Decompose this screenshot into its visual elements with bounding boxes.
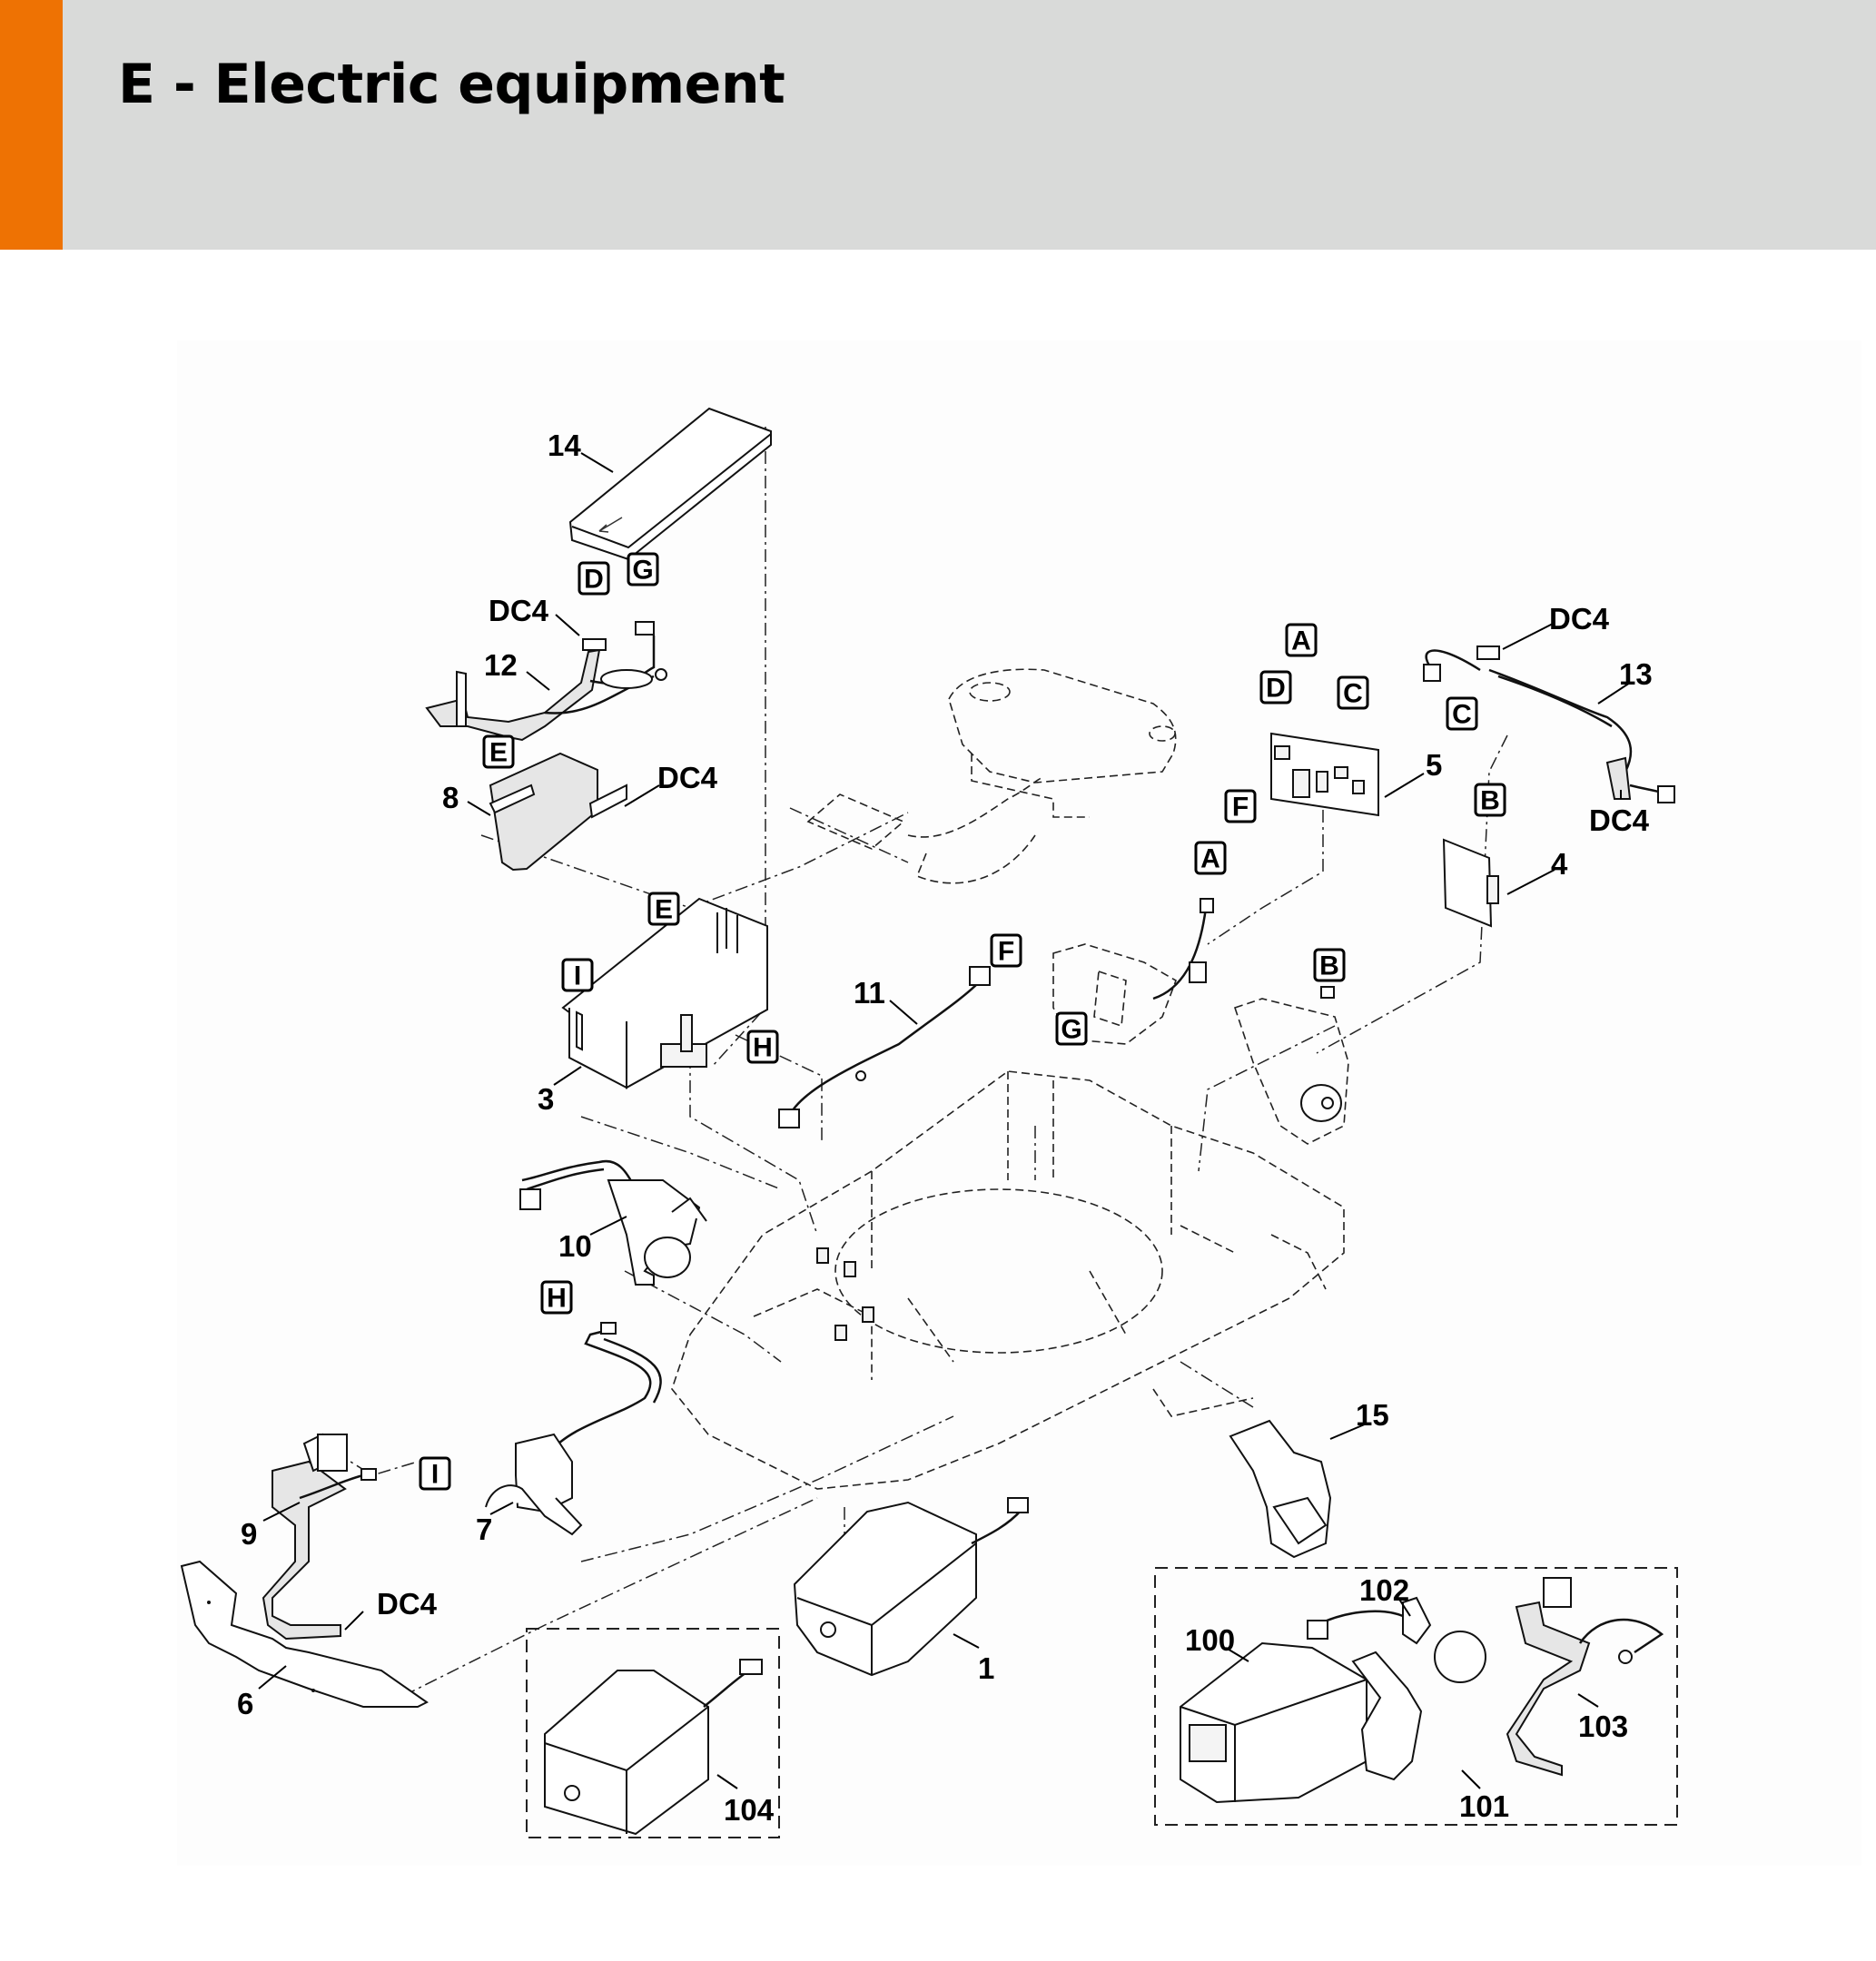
part-9-ribbon — [262, 1433, 377, 1641]
part-5-main-board — [1270, 732, 1379, 817]
mower-chassis — [671, 1070, 1345, 1490]
diagram-panel — [177, 340, 1861, 1866]
label-8: 8 — [442, 781, 459, 814]
connector-dc4-9: DC4 — [377, 1587, 438, 1621]
marker-e-3: E — [647, 892, 680, 926]
connector-dc4-8: DC4 — [657, 761, 718, 794]
part-6-cover — [180, 1560, 429, 1708]
label-14: 14 — [548, 429, 581, 462]
part-10-module — [519, 1159, 707, 1286]
label-9: 9 — [241, 1517, 257, 1551]
svg-text:A: A — [1200, 844, 1220, 874]
part-7-holder — [485, 1322, 662, 1536]
label-7: 7 — [476, 1513, 492, 1546]
svg-text:H: H — [547, 1284, 567, 1314]
marker-g-chassis: G — [1055, 1011, 1088, 1046]
drive-motor-b — [1233, 986, 1349, 1145]
label-3: 3 — [538, 1082, 554, 1116]
svg-text:D: D — [1266, 674, 1286, 704]
label-11: 11 — [854, 976, 885, 1010]
part-15-holder — [1229, 1419, 1332, 1559]
kit-box-104 — [526, 1628, 780, 1838]
label-12: 12 — [484, 648, 518, 682]
svg-text:G: G — [1061, 1015, 1081, 1045]
page-header: E - Electric equipment — [0, 0, 1876, 250]
svg-text:G: G — [632, 556, 653, 586]
svg-text:F: F — [998, 937, 1014, 967]
label-104: 104 — [724, 1793, 775, 1827]
part-102-holder — [1307, 1596, 1486, 1683]
marker-d-board: D — [1259, 670, 1292, 705]
svg-text:H: H — [753, 1033, 773, 1063]
marker-g-top: G — [627, 552, 659, 586]
part-8-ribbon-cable — [489, 752, 627, 872]
label-102: 102 — [1359, 1573, 1409, 1607]
marker-i-9: I — [419, 1456, 451, 1491]
label-4: 4 — [1551, 847, 1568, 881]
svg-text:C: C — [1343, 679, 1363, 709]
part-101-holder — [1351, 1651, 1423, 1781]
part-104-battery — [544, 1659, 763, 1836]
marker-c-13: C — [1446, 696, 1478, 731]
svg-text:B: B — [1480, 786, 1500, 816]
part-103-ribbon — [1506, 1577, 1664, 1777]
page-title: E - Electric equipment — [118, 53, 785, 116]
svg-text:D: D — [584, 565, 604, 595]
svg-text:C: C — [1452, 700, 1472, 730]
leader-lines — [258, 452, 1631, 1789]
part-number-labels: 14 12 8 3 11 5 13 4 10 9 7 6 15 1 104 10… — [237, 429, 1653, 1827]
display-housing — [806, 668, 1177, 884]
part-14-cover — [568, 407, 772, 561]
label-15: 15 — [1356, 1398, 1389, 1432]
part-3-bracket — [561, 897, 768, 1089]
svg-text:F: F — [1232, 793, 1249, 823]
part-100-battery — [1180, 1641, 1368, 1804]
orange-accent-bar — [0, 0, 63, 250]
marker-i-3: I — [561, 958, 594, 992]
reference-markers: D G E E I H F G A A D C F C B B H I — [419, 552, 1506, 1491]
label-100: 100 — [1185, 1623, 1235, 1657]
marker-d-top: D — [578, 561, 610, 596]
marker-b-board: B — [1474, 783, 1506, 817]
label-101: 101 — [1459, 1789, 1509, 1823]
marker-a-motor: A — [1194, 841, 1227, 875]
marker-h-7: H — [540, 1280, 573, 1315]
kit-box-100-103 — [1154, 1567, 1678, 1826]
label-13: 13 — [1619, 657, 1653, 691]
part-4-board — [1442, 838, 1499, 928]
part-1-battery — [793, 1497, 1029, 1677]
svg-text:A: A — [1291, 626, 1311, 656]
label-10: 10 — [558, 1229, 592, 1263]
part-12-harness — [425, 621, 667, 742]
connector-dc4-13-top: DC4 — [1549, 602, 1610, 636]
marker-e-12: E — [482, 734, 515, 769]
label-5: 5 — [1426, 748, 1442, 782]
part-13-harness — [1423, 645, 1675, 803]
svg-text:I: I — [431, 1460, 439, 1490]
marker-b-motor: B — [1313, 948, 1346, 982]
marker-h-3: H — [746, 1030, 779, 1064]
connector-labels: DC4 DC4 DC4 DC4 DC4 — [377, 594, 1650, 1621]
connector-dc4-13-bottom: DC4 — [1589, 803, 1650, 837]
marker-c-board: C — [1337, 675, 1369, 710]
svg-text:B: B — [1319, 951, 1339, 981]
label-103: 103 — [1578, 1710, 1628, 1743]
svg-text:E: E — [655, 895, 673, 925]
part-11-cable — [778, 966, 991, 1128]
marker-f-11: F — [990, 933, 1022, 968]
label-6: 6 — [237, 1687, 253, 1720]
svg-text:E: E — [489, 738, 508, 768]
marker-a-board: A — [1285, 623, 1318, 657]
svg-text:I: I — [574, 961, 581, 991]
label-1: 1 — [978, 1651, 994, 1685]
connector-dc4-12: DC4 — [489, 594, 549, 627]
marker-f-board: F — [1224, 789, 1257, 823]
